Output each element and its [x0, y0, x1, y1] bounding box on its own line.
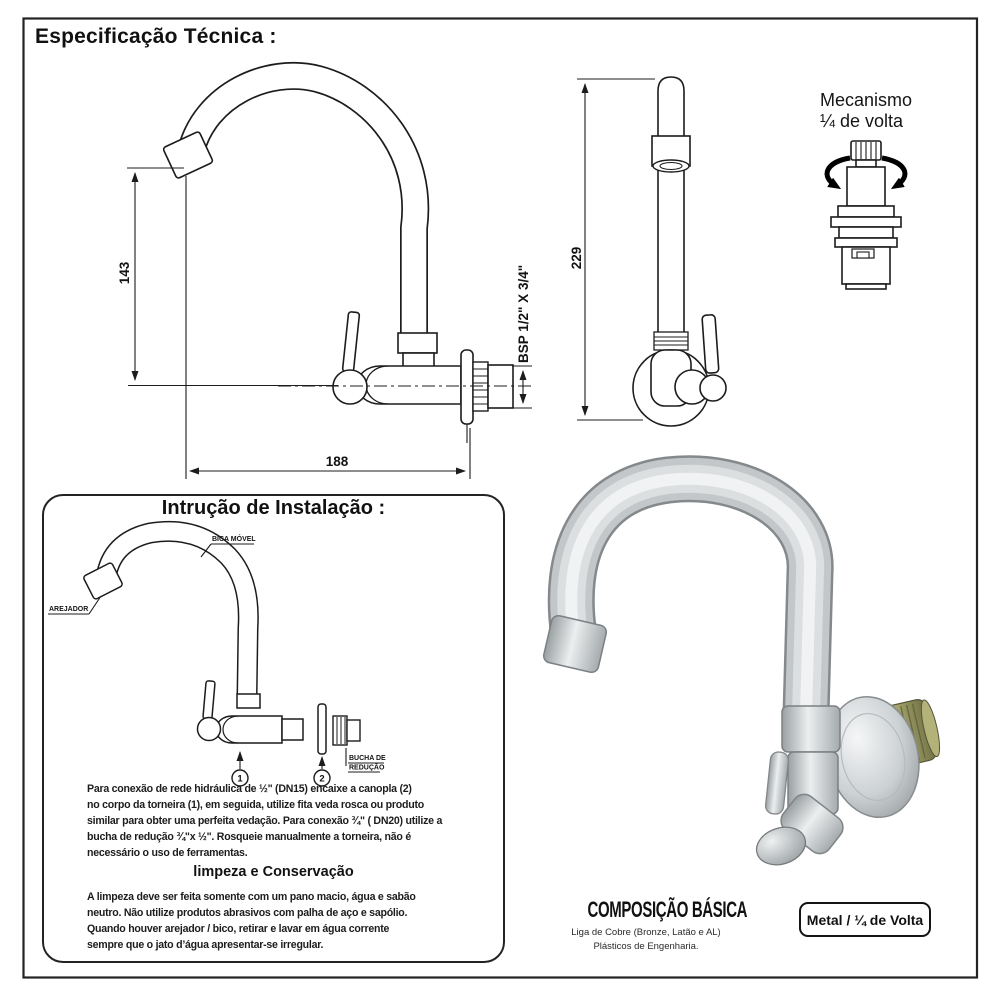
composition-line1: Liga de Cobre (Bronze, Latão e AL): [571, 927, 721, 938]
dim-229-label: 229: [569, 247, 584, 270]
side-view-dimensions: [577, 78, 655, 421]
gooseneck-spout-3d: [547, 455, 834, 738]
composition-line2: Plásticos de Engenharia.: [593, 941, 699, 952]
body-collar-3d: [781, 705, 841, 753]
paragraph-line: similar para obter uma perfeita vedação.…: [87, 815, 443, 827]
mechanism-label-line2: ¼ de volta: [820, 111, 904, 131]
thread-rings-side: [653, 331, 689, 351]
label-bica-movel: BICA MÓVEL: [212, 534, 256, 543]
installation-title: Intrução de Instalação :: [161, 497, 386, 519]
callout-2: [313, 769, 331, 787]
bushing-part: [332, 715, 361, 746]
dim-bsp-label: BSP 1/2" X 3/4": [516, 265, 531, 363]
paragraph-line: Para conexão de rede hidráulica de ½" (D…: [87, 783, 412, 795]
side-view-drawing: [632, 76, 727, 427]
cleaning-heading: limpeza e Conservação: [193, 864, 354, 880]
label-bucha-line1: BUCHA DE: [349, 755, 386, 762]
spout-tip-3d: [542, 614, 608, 674]
cleaning-paragraph: A limpeza deve ser feita somente com um …: [87, 889, 473, 953]
aerator-front: [162, 131, 214, 179]
front-view-drawing: [128, 61, 532, 443]
paragraph-line: bucha de redução ¾"x ½". Rosqueie manual…: [87, 831, 411, 843]
handle-pin-3d: [764, 751, 790, 815]
canopla-part: [317, 703, 327, 755]
mechanism-label: Mecanismo ¼ de volta: [820, 90, 912, 132]
front-view-dimensions: [127, 167, 532, 479]
handle-knob-3d: [755, 826, 807, 866]
callout-1: [231, 769, 249, 787]
page-border: [22, 17, 979, 979]
product-type-badge: Metal / ¼ de Volta: [799, 902, 931, 937]
handle-side: [701, 314, 720, 374]
installation-box: [42, 494, 505, 963]
installation-paragraph: Para conexão de rede hidráulica de ½" (D…: [87, 781, 473, 861]
paragraph-line: necessário o uso de ferramentas.: [87, 847, 248, 859]
mechanism-label-line1: Mecanismo: [820, 90, 913, 110]
paragraph-line: no corpo da torneira (1), em seguida, ut…: [87, 799, 424, 811]
handle-front: [341, 311, 361, 373]
dim-143-label: 143: [117, 261, 132, 284]
label-arejador: AREJADOR: [49, 606, 88, 613]
rotation-arrows-icon: [824, 155, 908, 190]
mechanism-cartridge-drawing: [830, 140, 902, 290]
faucet-3d-render: [542, 455, 941, 866]
wall-flange-front: [460, 349, 474, 425]
callout-1-label: 1: [237, 774, 243, 785]
paragraph-line: sempre que o jato d’água apresentar-se i…: [87, 939, 324, 951]
composition-title: COMPOSIÇÃO BÁSICA: [587, 897, 748, 922]
installation-drawing: 1 2 BICA MÓVEL AREJADOR BUCHA DE REDUÇÃO: [48, 520, 386, 787]
paragraph-line: neutro. Não utilize produtos abrasivos c…: [87, 907, 408, 919]
paragraph-line: A limpeza deve ser feita somente com um …: [87, 891, 416, 903]
label-bucha-line2: REDUÇÃO: [349, 763, 385, 772]
dim-188-label: 188: [326, 454, 349, 469]
paragraph-line: Quando houver arejador / bico, retirar e…: [87, 923, 390, 935]
callout-2-label: 2: [319, 774, 324, 785]
page-title: Especificação Técnica :: [35, 25, 277, 48]
